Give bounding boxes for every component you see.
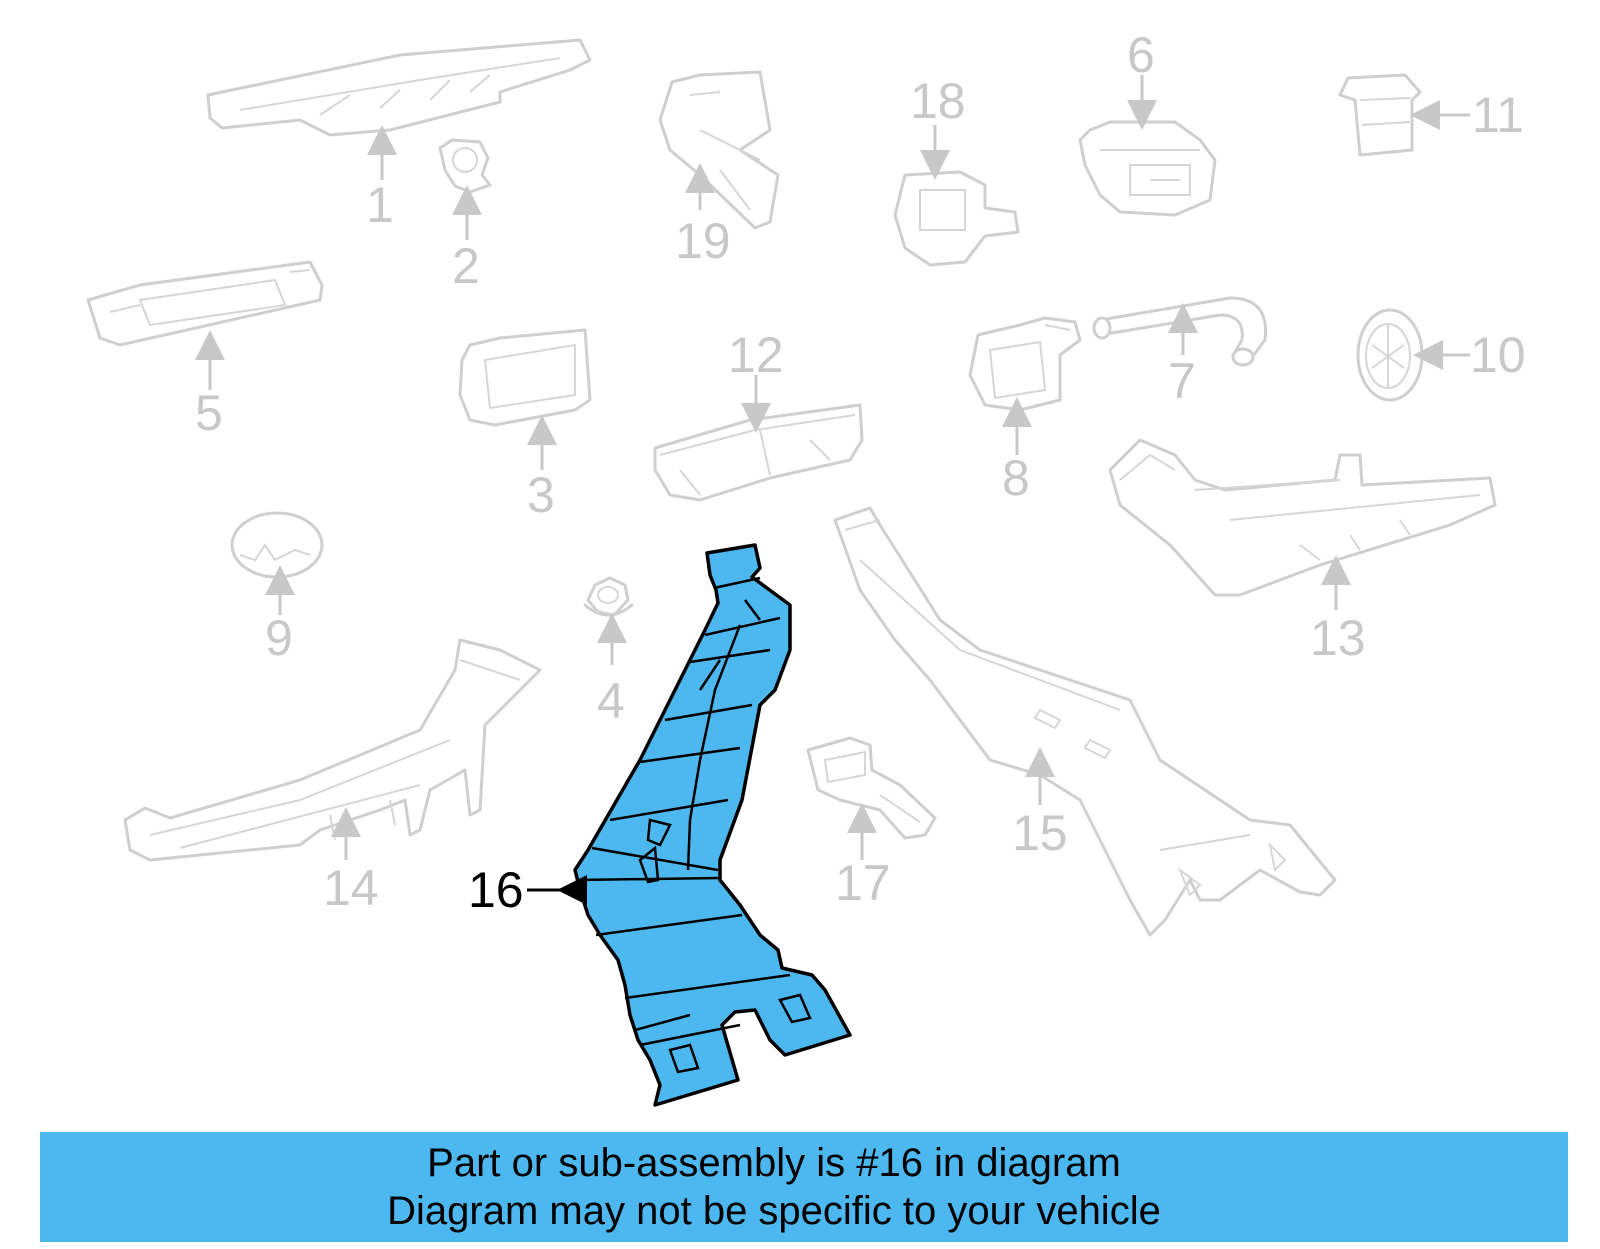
callout-2: 2 xyxy=(452,238,480,294)
part-18[interactable]: 18 xyxy=(893,73,1020,267)
callout-11: 11 xyxy=(1472,87,1524,143)
part-5[interactable]: 5 xyxy=(86,260,324,441)
part-4[interactable]: 4 xyxy=(583,576,634,729)
info-banner: Part or sub-assembly is #16 in diagram D… xyxy=(40,1132,1568,1242)
callout-12: 12 xyxy=(728,327,784,383)
callout-8: 8 xyxy=(1002,450,1030,506)
banner-line-2: Diagram may not be specific to your vehi… xyxy=(387,1189,1161,1233)
part-17[interactable]: 17 xyxy=(806,736,937,911)
part-9[interactable]: 9 xyxy=(230,511,324,666)
part-14[interactable]: 14 xyxy=(123,638,542,916)
part-19[interactable]: 19 xyxy=(658,70,780,269)
callout-13: 13 xyxy=(1310,610,1366,666)
callout-17: 17 xyxy=(835,855,891,911)
part-16-highlighted[interactable]: 16 xyxy=(468,543,852,1107)
part-2[interactable]: 2 xyxy=(438,138,492,294)
part-13[interactable]: 13 xyxy=(1108,438,1497,666)
callout-9: 9 xyxy=(265,610,293,666)
callout-4: 4 xyxy=(597,673,625,729)
part-3[interactable]: 3 xyxy=(458,328,592,523)
part-15[interactable]: 15 xyxy=(833,506,1337,937)
part-7[interactable]: 7 xyxy=(1092,296,1268,409)
part-8[interactable]: 8 xyxy=(968,316,1082,506)
callout-3: 3 xyxy=(527,467,555,523)
part-6[interactable]: 6 xyxy=(1078,27,1217,217)
callout-6: 6 xyxy=(1127,27,1155,83)
callout-7: 7 xyxy=(1168,353,1196,409)
callout-10: 10 xyxy=(1470,327,1526,383)
callout-16: 16 xyxy=(468,862,524,918)
callout-14: 14 xyxy=(323,860,379,916)
part-12[interactable]: 12 xyxy=(653,327,864,502)
part-10[interactable]: 10 xyxy=(1356,308,1526,402)
callout-19: 19 xyxy=(675,213,731,269)
callout-1: 1 xyxy=(366,177,394,233)
callout-15: 15 xyxy=(1012,805,1068,861)
callout-5: 5 xyxy=(195,385,223,441)
callout-18: 18 xyxy=(910,73,966,129)
part-11[interactable]: 11 xyxy=(1338,73,1524,157)
part-1[interactable]: 1 xyxy=(206,38,592,233)
banner-line-1: Part or sub-assembly is #16 in diagram xyxy=(427,1141,1121,1185)
